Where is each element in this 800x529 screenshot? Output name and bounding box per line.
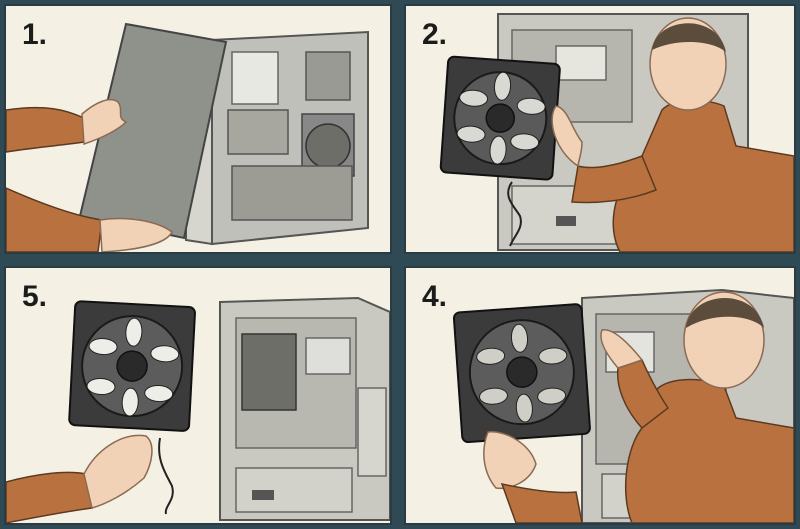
step-panel-4: 4. [404,266,796,525]
step-panel-1: 1. [4,4,392,254]
fan-removal-illustration [439,13,794,252]
step-number: 5. [22,280,48,313]
step-panel-3: 5. [4,266,392,525]
fan-install-illustration [452,288,794,523]
side-panel-removal-illustration [6,22,369,252]
new-fan-illustration [6,296,390,523]
step-number: 2. [422,18,448,51]
step-number: 4. [422,280,448,313]
step-number: 1. [22,18,48,51]
step-panel-2: 2. [404,4,796,254]
